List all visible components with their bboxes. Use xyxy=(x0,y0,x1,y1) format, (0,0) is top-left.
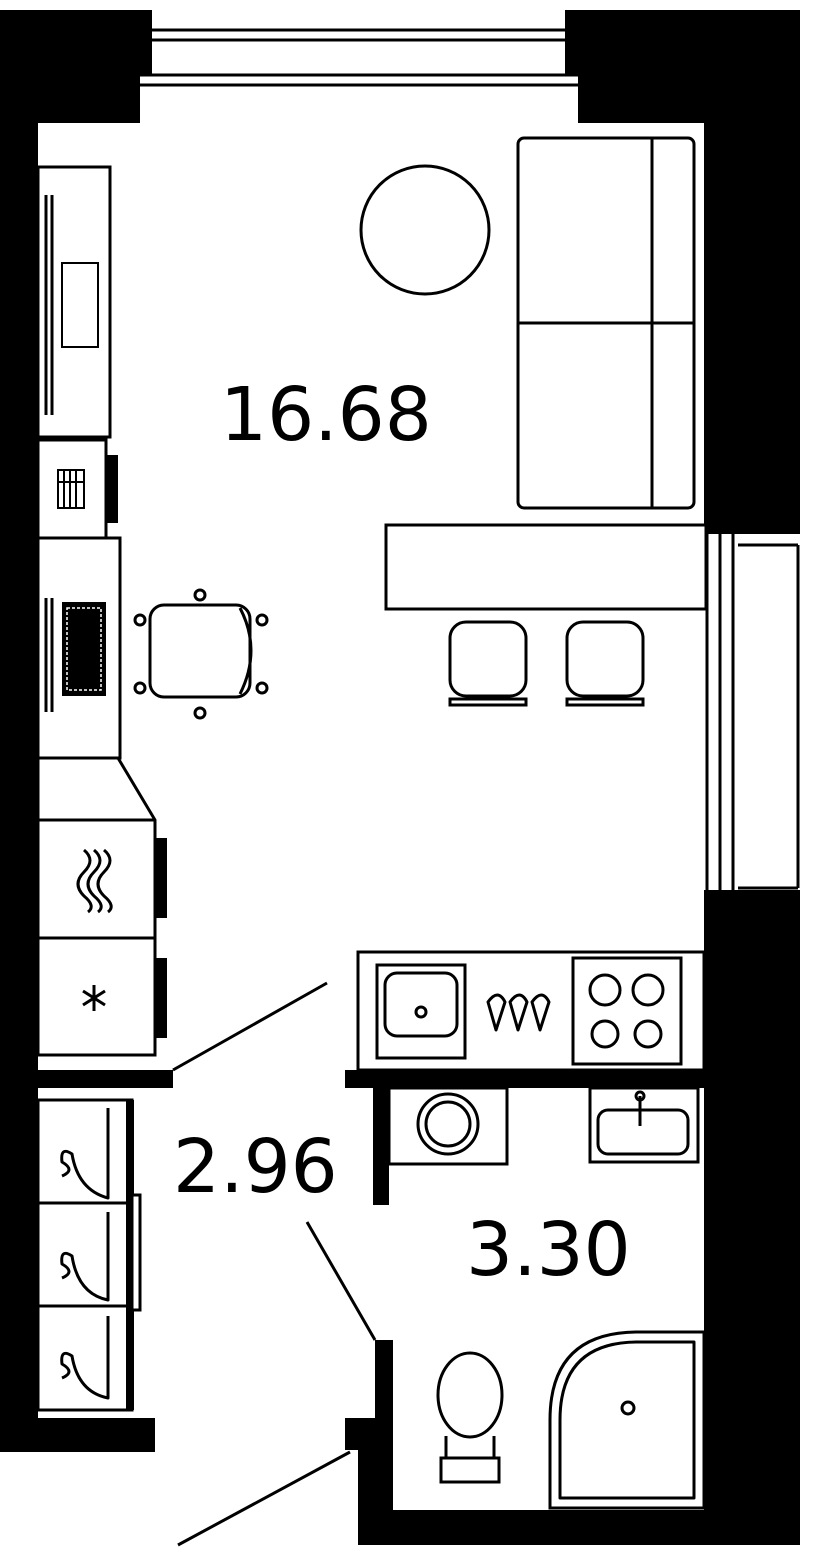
bathroom-area: 3.30 xyxy=(466,1207,631,1293)
wall-right-lower xyxy=(358,890,800,1545)
wall-entry-stub xyxy=(345,1418,375,1450)
tv-unit xyxy=(36,165,112,439)
bar-stool-1 xyxy=(448,620,528,707)
bookshelf xyxy=(36,438,118,540)
door-entrance xyxy=(177,1450,351,1547)
wall-right-upper xyxy=(565,10,800,545)
window-top xyxy=(140,28,578,87)
shower-tray-icon xyxy=(548,1330,706,1510)
wall-bath-left-upper xyxy=(373,1088,389,1205)
fridge-icon xyxy=(82,985,106,1011)
hallway-area: 2.96 xyxy=(173,1124,338,1210)
wardrobe xyxy=(36,1098,142,1412)
round-table xyxy=(359,164,491,296)
exterior-walls xyxy=(0,10,800,1545)
kitchen-sink-icon xyxy=(375,963,467,1060)
stove-icon xyxy=(571,956,683,1066)
bar-stool-2 xyxy=(565,620,645,707)
dishwasher-icon xyxy=(76,848,113,914)
window-right xyxy=(704,534,800,900)
door-hall-living xyxy=(172,981,328,1072)
door-bathroom xyxy=(305,1221,377,1341)
interior-walls xyxy=(38,1070,704,1425)
washing-machine-icon xyxy=(387,1086,509,1166)
toilet-icon xyxy=(436,1351,504,1484)
living-room-area: 16.68 xyxy=(220,372,432,458)
office-chair xyxy=(133,588,269,720)
wall-left xyxy=(0,10,155,1452)
desk xyxy=(36,536,122,760)
doors xyxy=(172,981,377,1547)
kitchen-corner xyxy=(36,756,167,1057)
sofa xyxy=(516,136,696,510)
wall-hall-top xyxy=(38,1070,173,1088)
bathroom-sink-icon xyxy=(588,1086,700,1164)
hanger-icon xyxy=(60,1108,110,1400)
wall-bath-left-lower xyxy=(375,1340,393,1425)
wall-kitchen-bath xyxy=(345,1070,704,1088)
faucet-icon xyxy=(486,993,551,1032)
bar-counter xyxy=(384,523,708,611)
